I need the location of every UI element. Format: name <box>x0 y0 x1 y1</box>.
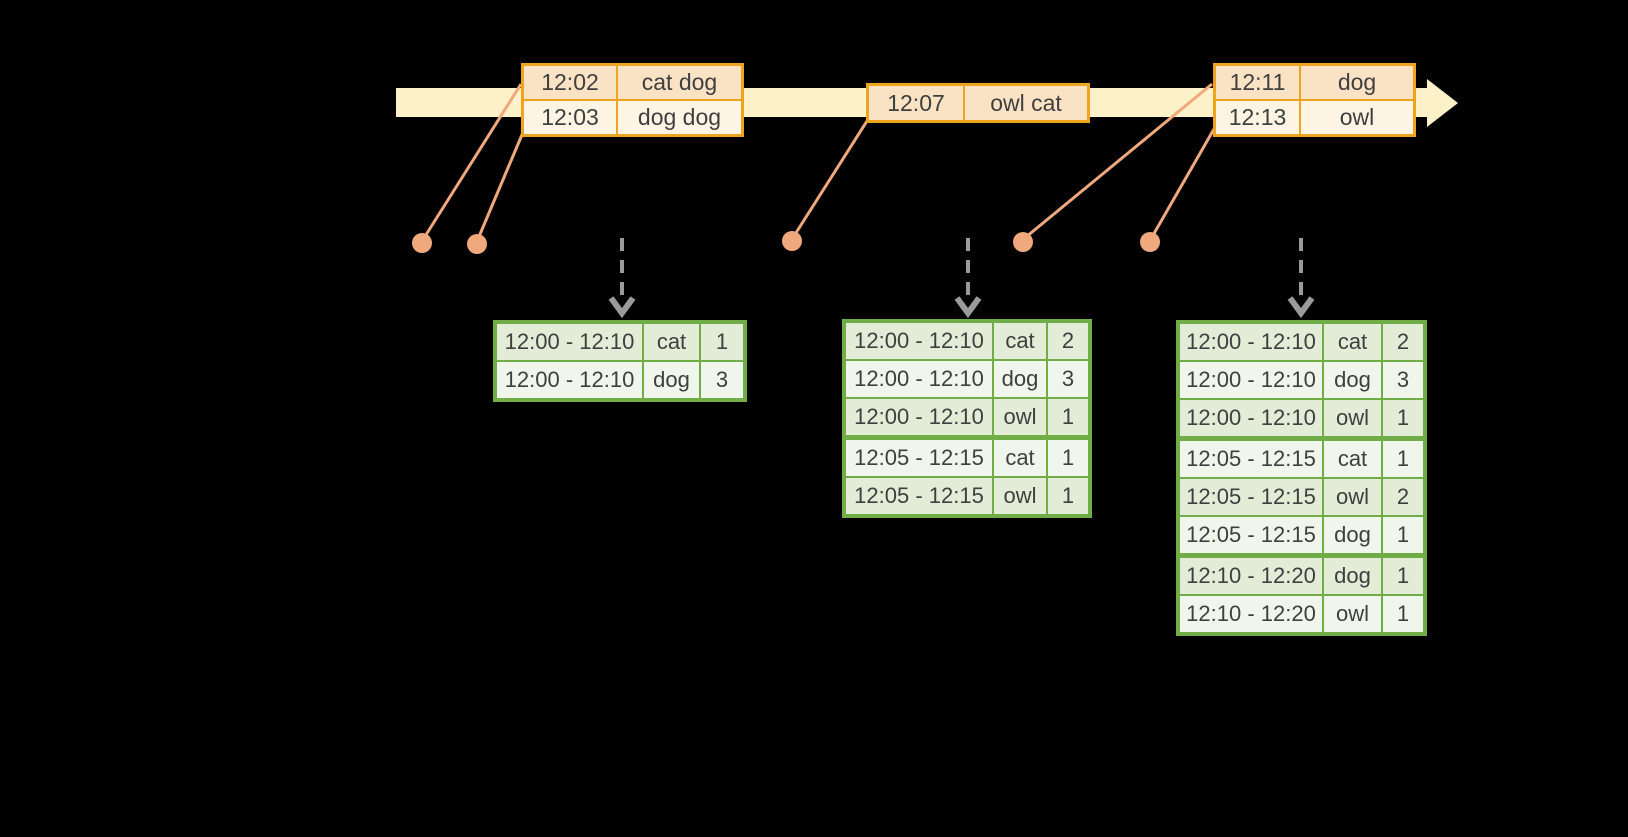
result-window-cell: 12:00 - 12:10 <box>843 397 994 440</box>
event-time-cell: 12:11 <box>1213 63 1301 101</box>
event-words-cell: dog dog <box>616 99 744 137</box>
result-count-cell: 1 <box>699 321 746 362</box>
event-time-cell: 12:07 <box>866 83 965 123</box>
connector-line <box>1025 82 1213 239</box>
event-time-cell: 12:03 <box>521 99 618 137</box>
connector-line <box>1150 128 1216 238</box>
result-count-cell: 3 <box>1381 360 1426 400</box>
result-window-cell: 12:05 - 12:15 <box>843 436 994 478</box>
result-word-cell: cat <box>1322 437 1383 479</box>
result-window-cell: 12:00 - 12:10 <box>1177 360 1324 400</box>
result-word-cell: cat <box>992 436 1048 478</box>
event-dot <box>467 234 487 254</box>
trigger-arrows <box>608 238 1315 319</box>
result-window-cell: 12:00 - 12:10 <box>1177 398 1324 441</box>
result-window-cell: 12:00 - 12:10 <box>494 321 644 362</box>
result-count-cell: 3 <box>699 360 746 401</box>
connector-line <box>422 83 523 239</box>
result-word-cell: dog <box>1322 515 1383 558</box>
result-count-cell: 1 <box>1046 436 1091 478</box>
trigger-arrow-head-icon <box>954 296 982 319</box>
result-word-cell: owl <box>1322 477 1383 517</box>
result-count-cell: 1 <box>1046 397 1091 440</box>
event-words-cell: cat dog <box>616 63 744 101</box>
result-window-cell: 12:10 - 12:20 <box>1177 554 1324 596</box>
event-dot <box>1140 232 1160 252</box>
result-word-cell: cat <box>1322 321 1383 362</box>
result-window-cell: 12:05 - 12:15 <box>843 476 994 517</box>
result-window-cell: 12:00 - 12:10 <box>494 360 644 401</box>
trigger-arrow-head-icon <box>608 296 636 319</box>
result-count-cell: 1 <box>1381 594 1426 635</box>
event-time-cell: 12:13 <box>1213 99 1301 137</box>
result-word-cell: dog <box>1322 360 1383 400</box>
event-time-cell: 12:02 <box>521 63 618 101</box>
event-dot <box>1013 232 1033 252</box>
result-word-cell: owl <box>992 476 1048 517</box>
connector-line <box>476 129 526 240</box>
timeline-arrowhead-icon <box>1427 79 1458 127</box>
result-window-cell: 12:10 - 12:20 <box>1177 594 1324 635</box>
result-count-cell: 1 <box>1381 515 1426 558</box>
event-connector-lines <box>422 82 1216 240</box>
event-words-cell: dog <box>1299 63 1416 101</box>
connector-line <box>792 120 869 237</box>
result-word-cell: cat <box>992 320 1048 361</box>
result-word-cell: owl <box>1322 398 1383 441</box>
result-window-cell: 12:05 - 12:15 <box>1177 477 1324 517</box>
event-dots <box>412 231 1160 254</box>
result-window-cell: 12:05 - 12:15 <box>1177 515 1324 558</box>
result-word-cell: dog <box>992 359 1048 399</box>
event-words-cell: owl cat <box>963 83 1090 123</box>
trigger-arrow-head-icon <box>1287 296 1315 319</box>
result-count-cell: 2 <box>1381 477 1426 517</box>
result-window-cell: 12:00 - 12:10 <box>843 320 994 361</box>
result-word-cell: dog <box>1322 554 1383 596</box>
result-count-cell: 2 <box>1046 320 1091 361</box>
result-count-cell: 1 <box>1381 437 1426 479</box>
result-word-cell: owl <box>1322 594 1383 635</box>
result-count-cell: 2 <box>1381 321 1426 362</box>
result-word-cell: cat <box>642 321 701 362</box>
result-word-cell: dog <box>642 360 701 401</box>
result-window-cell: 12:00 - 12:10 <box>843 359 994 399</box>
result-count-cell: 3 <box>1046 359 1091 399</box>
event-dot <box>412 233 432 253</box>
result-window-cell: 12:00 - 12:10 <box>1177 321 1324 362</box>
result-count-cell: 1 <box>1381 398 1426 441</box>
result-word-cell: owl <box>992 397 1048 440</box>
result-count-cell: 1 <box>1381 554 1426 596</box>
result-count-cell: 1 <box>1046 476 1091 517</box>
result-window-cell: 12:05 - 12:15 <box>1177 437 1324 479</box>
event-words-cell: owl <box>1299 99 1416 137</box>
event-dot <box>782 231 802 251</box>
